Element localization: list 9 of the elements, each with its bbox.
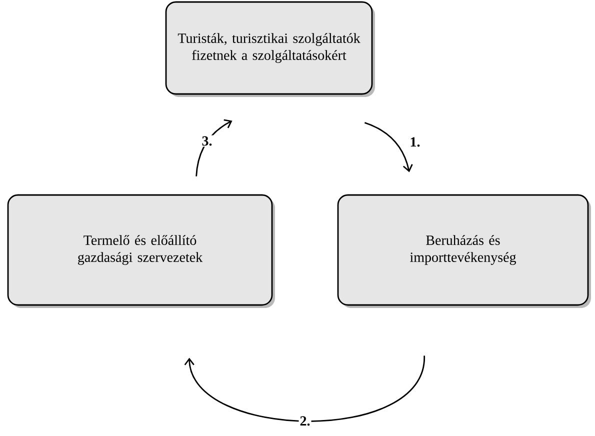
edge-label: 3. (200, 135, 214, 147)
edge-label: 2. (298, 415, 312, 427)
arrow (364, 122, 413, 172)
process-box: Turisták, turisztikai szolgáltatók fizetnek a szolgáltatásokért (165, 1, 375, 97)
edge-label: 1. (408, 136, 422, 148)
process-box: Beruházás és importtevékenység (337, 194, 591, 308)
process-box: Termelő és előállító gazdasági szervezetek (7, 194, 275, 308)
arrow (184, 356, 425, 422)
arrow (196, 119, 232, 176)
